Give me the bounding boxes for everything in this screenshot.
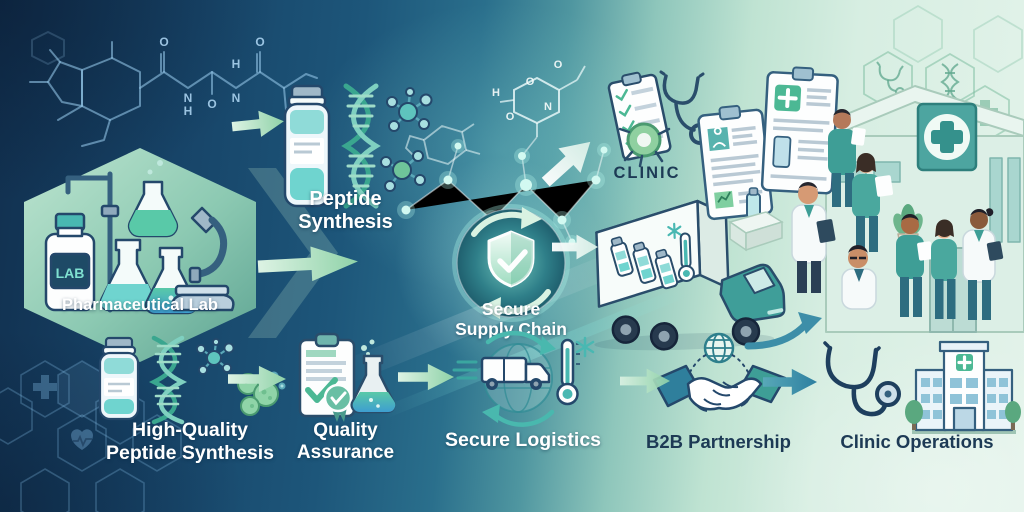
stethoscope-icon [823,341,901,417]
microbe-icon [618,122,671,168]
doctor-figure [841,245,877,310]
nurse-figure [931,219,957,319]
svg-text:O: O [554,59,563,71]
svg-text:N: N [544,101,552,113]
svg-text:O: O [526,76,535,88]
dna-icon [940,63,960,101]
ribbon-seal-icon [323,383,353,422]
cycle-arrows-icon [471,207,551,319]
tree-icon [905,400,1021,430]
vial-icon [654,248,679,290]
lab-bottle-icon: LAB [44,212,96,312]
svg-text:O: O [255,35,264,49]
snowflake-icon [575,336,595,358]
globe-icon [703,332,735,364]
chemical-structure: O O O N H N H [29,31,318,147]
molecule-icon [380,87,433,192]
thermometer-icon [556,338,580,406]
vial-icon [632,241,657,284]
vial-icon [610,236,634,277]
express-truck-icon [452,356,551,390]
peptide-synthesis-icons [283,83,433,209]
flow-arrow [620,368,670,394]
high-quality-label: High-Quality Peptide Synthesis [106,419,274,464]
clinic-node-icons [607,70,711,168]
medical-chart-icon [760,66,839,195]
svg-text:N: N [184,91,193,105]
medical-cross-icon [33,375,57,399]
b2b-partnership-label: B2B Partnership [646,431,791,452]
hospital-building-icon [905,340,1021,434]
svg-text:H: H [492,87,500,99]
clinic-operations-label: Clinic Operations [840,431,994,452]
flow-arrow [552,234,598,260]
nurse-figure [828,109,866,207]
secure-supply-chain-badge [452,204,570,322]
thermometer-icon [677,232,695,282]
svg-text:H: H [184,104,193,118]
microscope-icon [171,206,235,312]
snowflake-icon [667,222,682,239]
vial-icon [283,84,331,208]
doctor-figure [791,182,836,293]
vial-icon [98,336,140,421]
heart-pulse-icon [71,429,93,450]
round-flask-icon [127,160,179,238]
flow-arrow [228,365,286,393]
svg-text:N: N [232,91,241,105]
flow-arrow [763,368,817,396]
nurse-figure [896,214,933,317]
peptide-synthesis-label: Peptide Synthesis [298,188,393,234]
truck-cab [719,263,786,323]
dna-helix-icon [148,335,188,425]
pharma-lab-hexagon: LAB [24,148,256,362]
flow-arrow [541,141,591,187]
shield-check-icon [487,230,535,288]
medical-chart-icon [697,104,774,221]
flask-icon [99,238,157,312]
svg-text:O: O [207,97,216,111]
pharma-lab-label: Pharmaceutical Lab [62,296,218,314]
quality-assurance-label: Quality Assurance [296,420,395,464]
svg-text:O: O [159,35,168,49]
doctor-figure [962,208,1004,320]
handshake-icon [652,364,787,412]
curved-flow-arrow [744,312,822,350]
flow-arrow [257,246,358,282]
cycle-arrows-icon [482,330,556,427]
b2b-partnership-icons [652,332,787,412]
vial-display-icon [728,187,784,252]
svg-text:O: O [506,111,515,123]
molecule-icon [196,338,235,375]
quality-assurance-icons [298,332,396,422]
secure-supply-chain-label: Secure Supply Chain [455,299,567,340]
clinic-operations-icons [823,340,1021,434]
lab-bottle-label: LAB [56,265,85,281]
clinic-sign [916,102,978,172]
flow-arrow [398,363,454,391]
secure-logistics-icons [452,330,595,427]
clinic-label: CLINIC [613,164,681,182]
clinic-scene [697,66,1024,333]
svg-text:H: H [232,57,241,71]
hexagon-pattern [0,360,182,512]
doctor-figures [791,109,1004,320]
secure-logistics-label: Secure Logistics [444,429,602,451]
flask-icon [350,339,396,414]
dna-helix-icon [341,83,381,209]
nurse-figure [852,153,894,252]
flow-arrow [231,110,284,137]
